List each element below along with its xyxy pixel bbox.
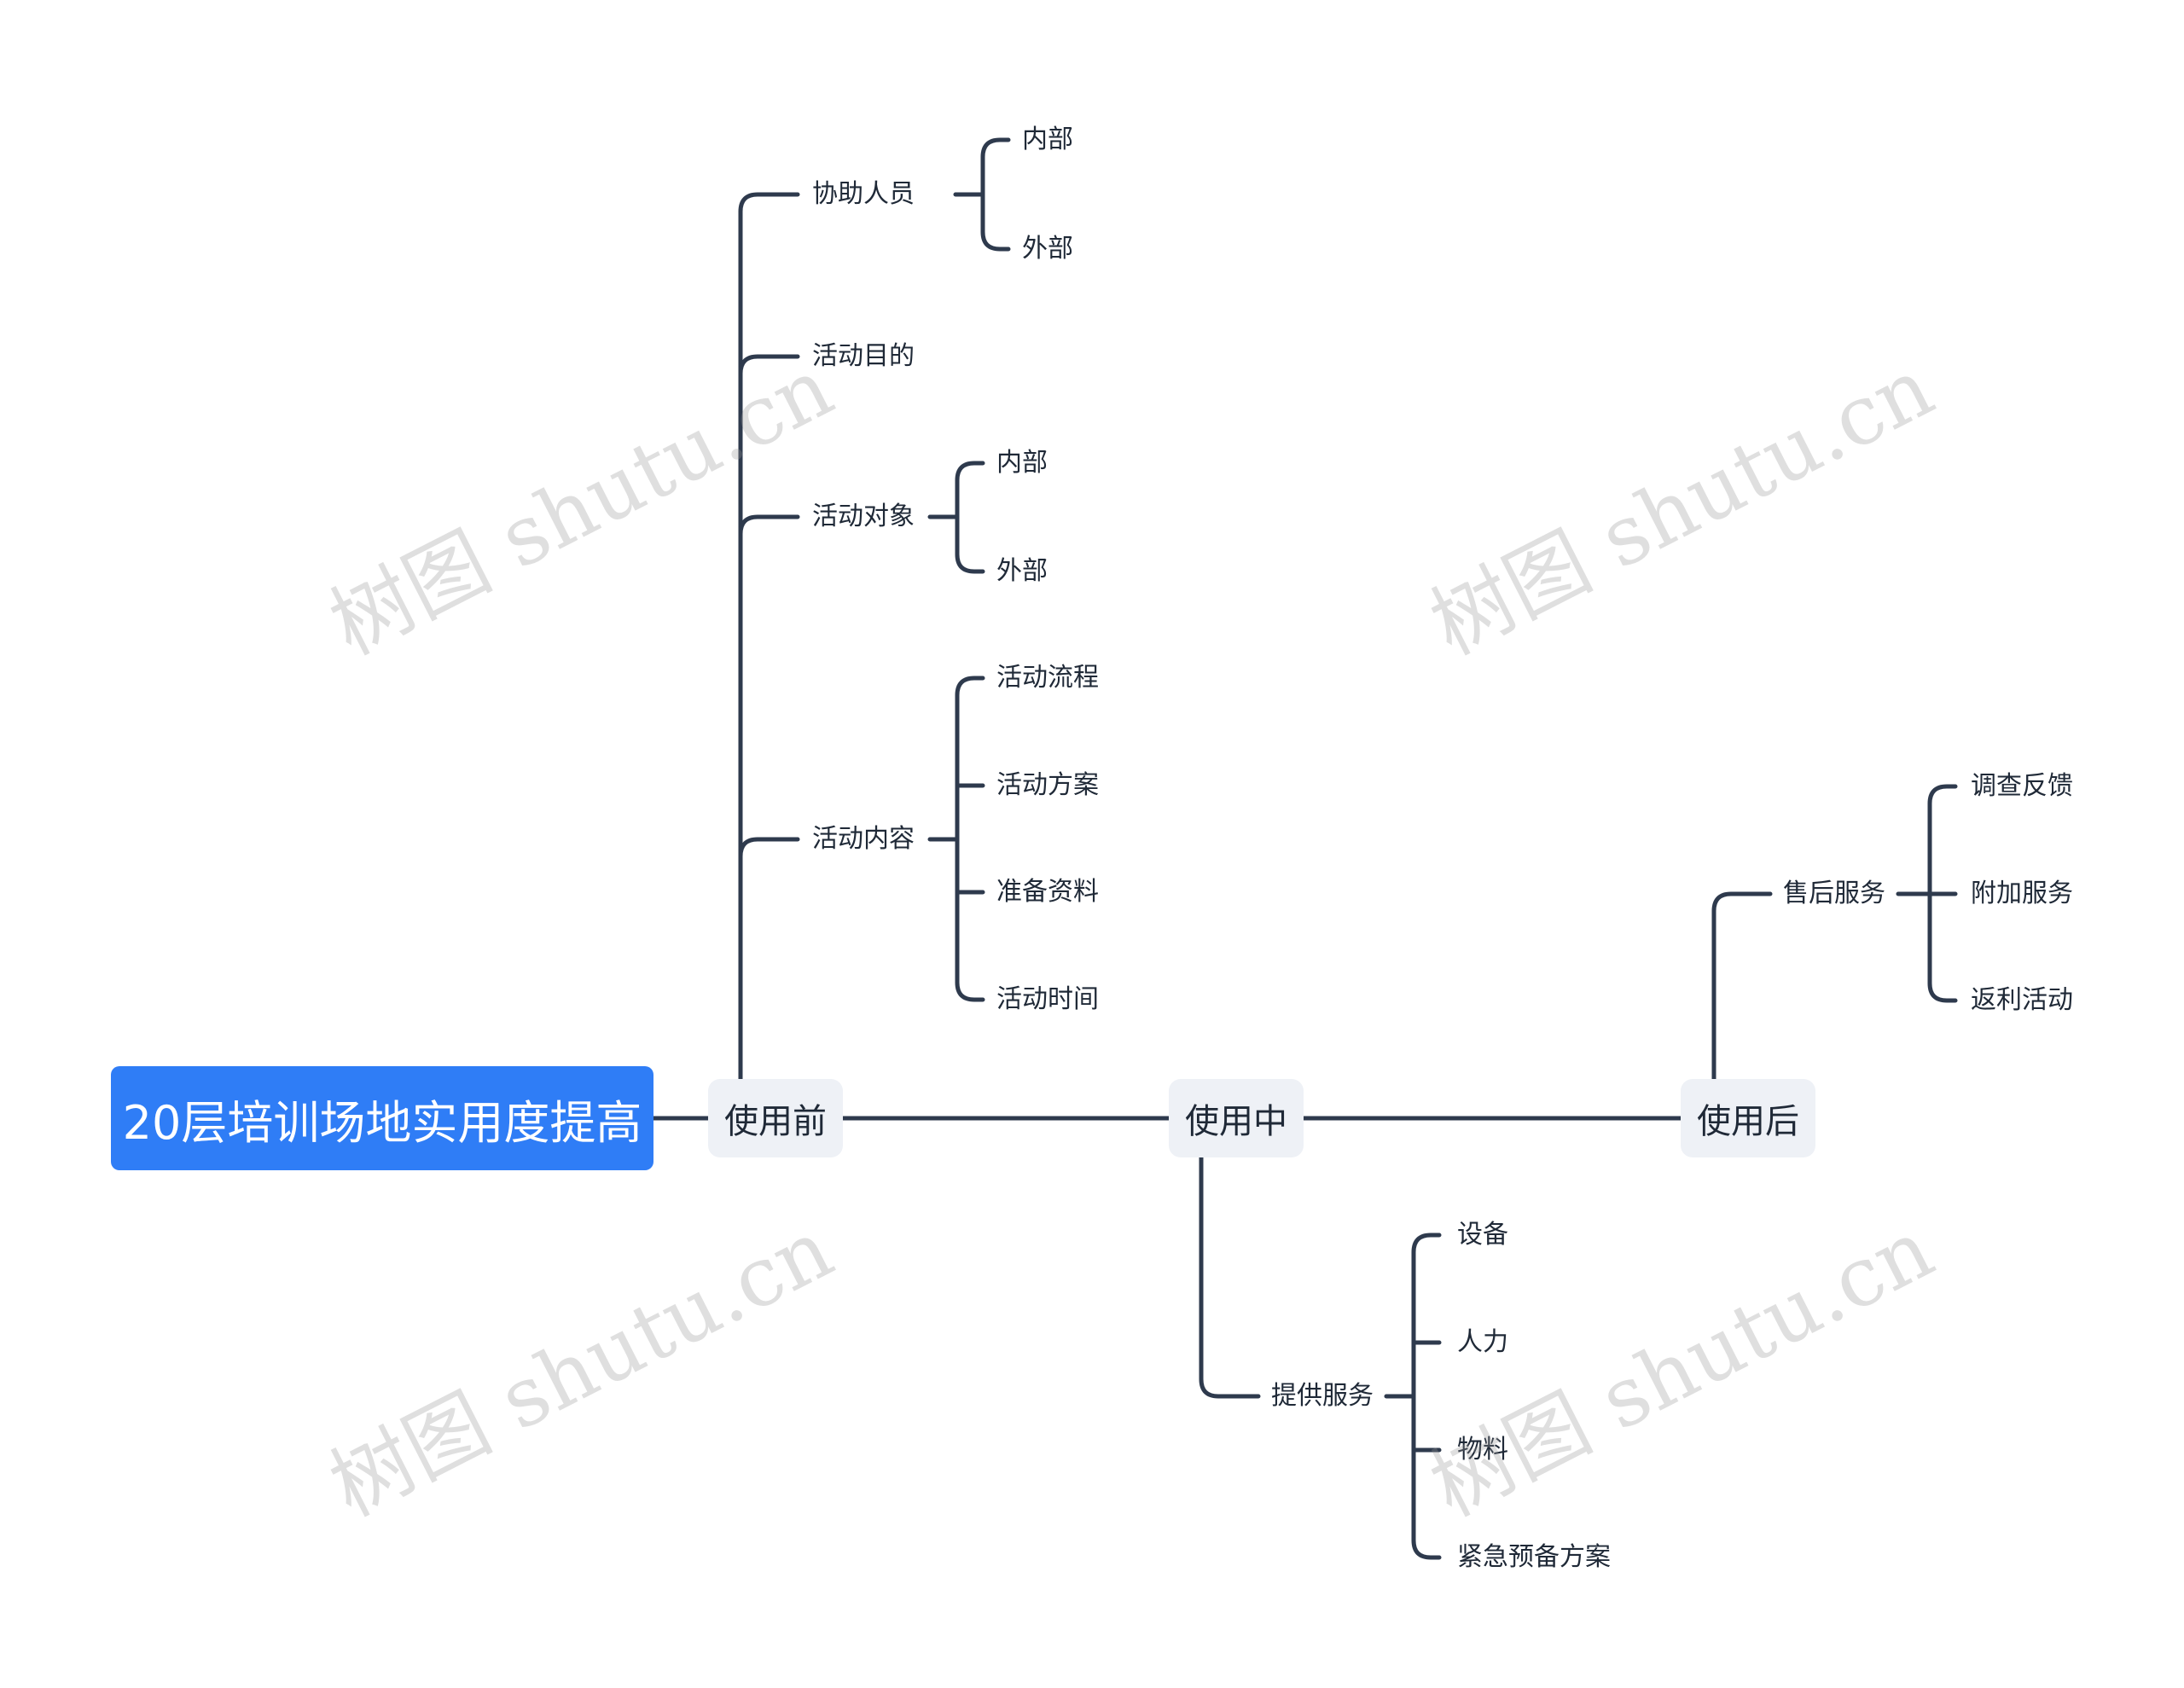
helpers-bracket bbox=[953, 137, 1011, 252]
helpers-child-external[interactable]: 外部 bbox=[1022, 234, 1073, 264]
aftersales-bracket bbox=[1896, 784, 1958, 1003]
aftersales-child-survey[interactable]: 调查反馈 bbox=[1971, 771, 2073, 801]
service-child-emergency[interactable]: 紧急预备方案 bbox=[1457, 1542, 1611, 1572]
branch-target[interactable]: 活动对象 bbox=[812, 502, 915, 531]
target-child-internal[interactable]: 内部 bbox=[996, 448, 1048, 478]
target-bracket bbox=[927, 461, 985, 574]
root-node[interactable]: 20层培训场地实用度提高 bbox=[111, 1066, 653, 1170]
before-branch-purpose bbox=[738, 354, 800, 376]
after-trunk bbox=[1711, 891, 1773, 1082]
content-child-time[interactable]: 活动时间 bbox=[996, 984, 1099, 1014]
branch-content[interactable]: 活动内容 bbox=[812, 824, 915, 854]
branch-service[interactable]: 提供服务 bbox=[1271, 1381, 1374, 1411]
content-child-flow[interactable]: 活动流程 bbox=[996, 663, 1099, 693]
before-branch-target bbox=[738, 514, 800, 537]
aftersales-child-rebate[interactable]: 返利活动 bbox=[1971, 985, 2073, 1015]
before-branch-content bbox=[738, 837, 800, 859]
before-trunk bbox=[738, 192, 800, 1082]
helpers-child-internal[interactable]: 内部 bbox=[1022, 125, 1073, 154]
content-bracket bbox=[927, 676, 985, 1002]
branch-helpers[interactable]: 协助人员 bbox=[812, 179, 915, 209]
service-child-supplies[interactable]: 物料 bbox=[1457, 1435, 1508, 1465]
target-child-external[interactable]: 外部 bbox=[996, 556, 1048, 586]
content-child-materials[interactable]: 准备资料 bbox=[996, 877, 1099, 907]
service-child-manpower[interactable]: 人力 bbox=[1457, 1327, 1508, 1357]
branch-aftersales[interactable]: 售后服务 bbox=[1783, 879, 1885, 908]
service-bracket bbox=[1384, 1233, 1442, 1560]
content-child-plan[interactable]: 活动方案 bbox=[996, 770, 1099, 800]
stage-after-node[interactable]: 使用后 bbox=[1681, 1079, 1815, 1157]
service-child-equipment[interactable]: 设备 bbox=[1457, 1220, 1508, 1250]
branch-purpose[interactable]: 活动目的 bbox=[812, 341, 915, 371]
stage-during-node[interactable]: 使用中 bbox=[1169, 1079, 1304, 1157]
stage-before-node[interactable]: 使用前 bbox=[708, 1079, 843, 1157]
during-trunk bbox=[1199, 1155, 1261, 1399]
aftersales-child-extra[interactable]: 附加服务 bbox=[1971, 879, 2073, 908]
